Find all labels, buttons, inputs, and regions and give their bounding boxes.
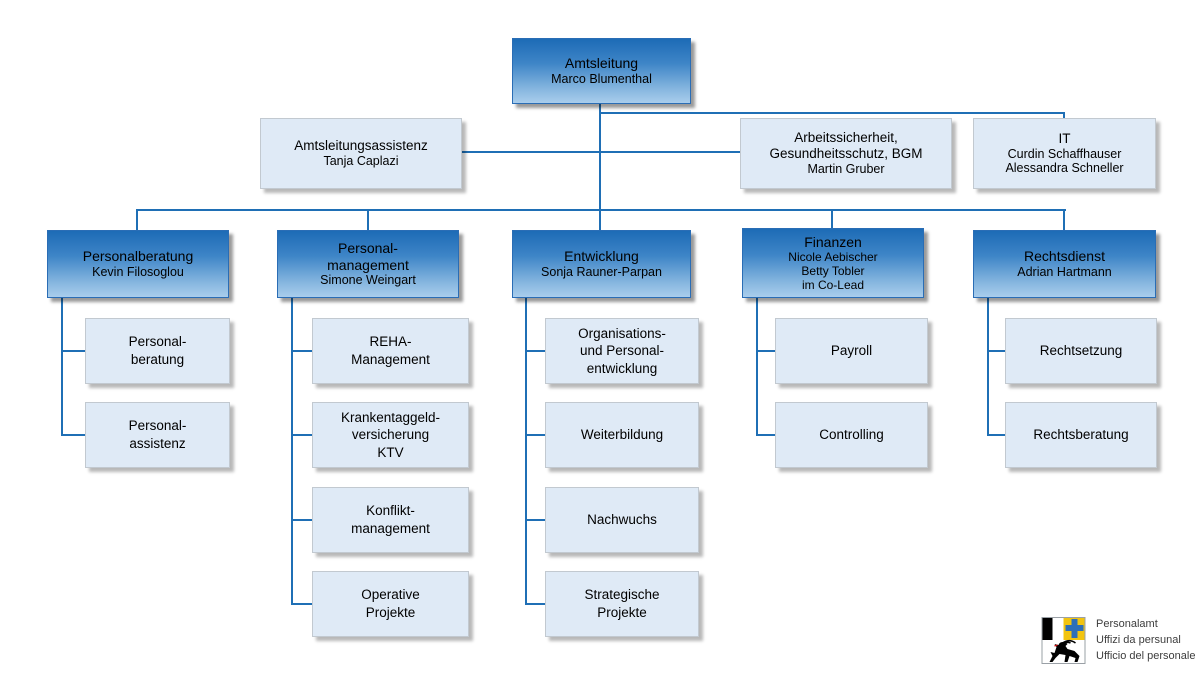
connector-stub <box>291 603 312 605</box>
box-person: Simone Weingart <box>320 273 416 288</box>
box-person: Curdin Schaffhauser Alessandra Schneller <box>1005 146 1124 176</box>
unit-label: Rechtsberatung <box>1033 427 1129 443</box>
footer-branding: Personalamt Uffizi da persunal Ufficio d… <box>1040 616 1195 664</box>
connector-col1-vertical <box>61 296 63 436</box>
unit-label: Operative Projekte <box>361 587 420 620</box>
box-person: Kevin Filosoglou <box>92 264 184 279</box>
box-title: Rechtsdienst <box>1024 248 1105 265</box>
unit-box-konfliktmanagement: Konflikt- management <box>312 487 469 553</box>
box-title: Entwicklung <box>564 248 639 265</box>
unit-box-nachwuchs: Nachwuchs <box>545 487 699 553</box>
unit-label: Controlling <box>819 427 884 443</box>
box-title: Amtsleitungsassistenz <box>294 138 428 154</box>
unit-box-rechtsberatung: Rechtsberatung <box>1005 402 1157 468</box>
connector-col5-vertical <box>987 296 989 436</box>
connector-stub <box>61 434 85 436</box>
unit-label: REHA- Management <box>351 334 430 367</box>
unit-label: Rechtsetzung <box>1039 343 1123 359</box>
connector-stub <box>525 434 545 436</box>
unit-label: Strategische Projekte <box>584 587 660 620</box>
org-box-it: IT Curdin Schaffhauser Alessandra Schnel… <box>973 118 1156 189</box>
box-title: Finanzen <box>804 233 862 250</box>
connector-stub <box>756 434 775 436</box>
org-box-amtsleitung: Amtsleitung Marco Blumenthal <box>512 38 691 104</box>
box-title: IT <box>1058 130 1071 146</box>
connector-stub <box>987 434 1005 436</box>
unit-label: Konflikt- management <box>351 503 430 536</box>
connector-drop-5 <box>1063 209 1065 231</box>
connector-stub <box>61 350 85 352</box>
connector-col4-vertical <box>756 296 758 436</box>
unit-box-strategische-projekte: Strategische Projekte <box>545 571 699 637</box>
unit-box-weiterbildung: Weiterbildung <box>545 402 699 468</box>
connector-stub <box>291 519 312 521</box>
connector-root-vertical <box>599 103 601 211</box>
connector-staff-horizontal <box>461 151 741 153</box>
unit-box-personalassistenz: Personal- assistenz <box>85 402 230 468</box>
box-title: Personal- management <box>327 240 409 273</box>
unit-label: Krankentaggeld- versicherung KTV <box>340 409 441 460</box>
org-box-rechtsdienst: Rechtsdienst Adrian Hartmann <box>973 230 1156 298</box>
unit-label: Nachwuchs <box>587 512 657 528</box>
unit-box-controlling: Controlling <box>775 402 928 468</box>
unit-box-krankentaggeldversicherung: Krankentaggeld- versicherung KTV <box>312 402 469 468</box>
connector-stub <box>291 350 312 352</box>
connector-stub <box>525 519 545 521</box>
unit-label: Organisations- und Personal- entwicklung <box>578 325 666 376</box>
box-person: Sonja Rauner-Parpan <box>541 264 662 279</box>
box-title: Amtsleitung <box>564 55 639 72</box>
box-title: Arbeitssicherheit, Gesundheitsschutz, BG… <box>769 130 923 162</box>
box-person: Marco Blumenthal <box>551 71 652 86</box>
org-box-personalberatung: Personalberatung Kevin Filosoglou <box>47 230 229 298</box>
connector-stub <box>525 350 545 352</box>
connector-stub <box>291 434 312 436</box>
connector-col2-vertical <box>291 296 293 605</box>
box-person: Nicole Aebischer Betty Tobler im Co-Lead <box>788 250 878 293</box>
connector-col3-vertical <box>525 296 527 605</box>
connector-drop-1 <box>136 209 138 231</box>
unit-box-personalberatung: Personal- beratung <box>85 318 230 384</box>
org-box-finanzen: Finanzen Nicole Aebischer Betty Tobler i… <box>742 228 924 298</box>
unit-box-payroll: Payroll <box>775 318 928 384</box>
unit-box-reha-management: REHA- Management <box>312 318 469 384</box>
connector-main-bar <box>136 209 1066 211</box>
unit-box-organisationsentwicklung: Organisations- und Personal- entwicklung <box>545 318 699 384</box>
ibex-icon <box>1049 639 1080 662</box>
unit-box-operative-projekte: Operative Projekte <box>312 571 469 637</box>
unit-label: Payroll <box>830 343 873 359</box>
box-person: Martin Gruber <box>807 162 885 177</box>
org-box-personalmanagement: Personal- management Simone Weingart <box>277 230 459 298</box>
org-box-amtsleitungsassistenz: Amtsleitungsassistenz Tanja Caplazi <box>260 118 462 189</box>
box-title: Personalberatung <box>82 248 194 265</box>
unit-label: Personal- assistenz <box>128 418 187 451</box>
org-name-multilingual: Personalamt Uffizi da persunal Ufficio d… <box>1096 618 1196 662</box>
unit-box-rechtsetzung: Rechtsetzung <box>1005 318 1157 384</box>
connector-drop-3 <box>599 209 601 231</box>
unit-label: Personal- beratung <box>128 334 187 367</box>
org-box-arbeitssicherheit: Arbeitssicherheit, Gesundheitsschutz, BG… <box>740 118 952 189</box>
connector-stub <box>756 350 775 352</box>
connector-stub <box>987 350 1005 352</box>
connector-it-horizontal <box>599 112 1065 114</box>
box-person: Tanja Caplazi <box>323 154 399 169</box>
connector-drop-2 <box>367 209 369 231</box>
graubuenden-coat-of-arms-icon <box>1041 616 1086 664</box>
unit-label: Weiterbildung <box>580 427 664 443</box>
connector-stub <box>525 603 545 605</box>
org-box-entwicklung: Entwicklung Sonja Rauner-Parpan <box>512 230 691 298</box>
box-person: Adrian Hartmann <box>1017 264 1112 279</box>
